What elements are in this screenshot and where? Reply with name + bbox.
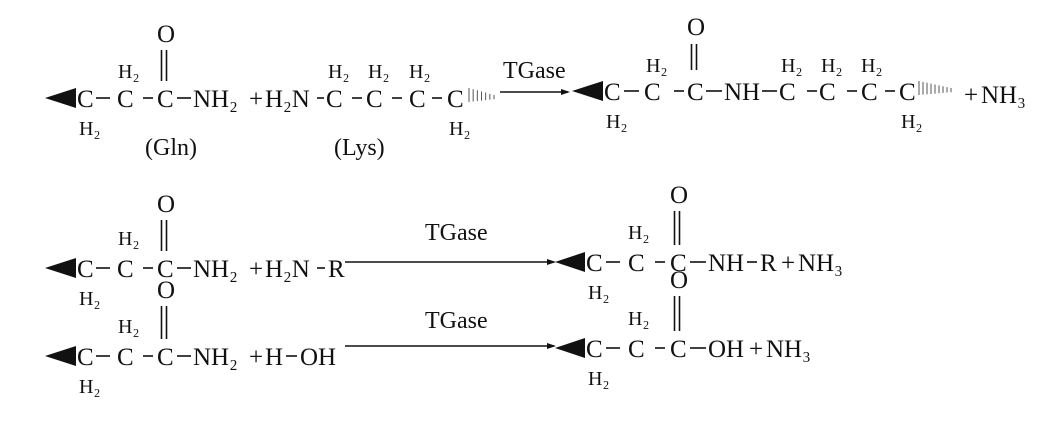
carbon-atom: C	[157, 256, 174, 283]
hydrogen-atom: H	[265, 344, 283, 371]
plus-sign: +	[749, 336, 763, 363]
oxygen-atom: O	[687, 14, 705, 41]
carbon-atom: C	[670, 336, 687, 363]
methylene-h2: H₂	[588, 282, 609, 304]
methylene-h2: H₂	[628, 308, 649, 330]
methylene-h2: H₂	[781, 55, 802, 77]
wedge-bond-icon	[45, 88, 76, 108]
methylene-h2: H₂	[606, 111, 627, 133]
double-bond	[673, 211, 681, 245]
carbon-atom: C	[899, 79, 916, 106]
enzyme-label: TGase	[425, 220, 488, 246]
carbon-atom: C	[77, 256, 94, 283]
methylene-h2: H₂	[118, 316, 139, 338]
carbon-atom: C	[326, 86, 343, 113]
carbon-atom: C	[819, 79, 836, 106]
methylene-h2: H₂	[368, 61, 389, 83]
carbon-atom: C	[117, 256, 134, 283]
carbon-atom: C	[117, 86, 134, 113]
hydroxyl-group: OH	[708, 336, 744, 363]
amine-group: H₂N	[265, 86, 310, 113]
ammonia: NH₃	[766, 336, 811, 363]
carbon-atom: C	[628, 250, 645, 277]
ammonia: NH₃	[798, 250, 843, 277]
wedge-bond-icon	[555, 252, 585, 272]
carbon-atom: C	[586, 250, 603, 277]
carbon-atom: C	[779, 79, 796, 106]
imine-group: NH	[724, 79, 760, 106]
methylene-h2: H₂	[821, 55, 842, 77]
amine-group: H₂N	[265, 256, 310, 283]
wedge-bond-icon	[45, 258, 76, 278]
methylene-h2: H₂	[646, 55, 667, 77]
plus-sign: +	[249, 256, 263, 283]
carbon-atom: C	[157, 86, 174, 113]
carbon-atom: C	[687, 79, 704, 106]
carbon-atom: C	[644, 79, 661, 106]
r-group: R	[760, 250, 777, 277]
plus-sign: +	[249, 86, 263, 113]
imine-group: NH	[708, 250, 744, 277]
amide-group: NH₂	[193, 86, 238, 113]
methylene-h2: H₂	[328, 61, 349, 83]
r-group: R	[328, 256, 345, 283]
oxygen-atom: O	[157, 21, 175, 48]
methylene-h2: H₂	[628, 222, 649, 244]
plus-sign: +	[781, 250, 795, 277]
double-bond	[690, 44, 698, 70]
hydroxyl-group: OH	[300, 344, 336, 371]
methylene-h2: H₂	[79, 376, 100, 398]
double-bond	[160, 220, 168, 251]
reaction-arrow-icon	[345, 343, 556, 349]
methylene-h2: H₂	[118, 61, 139, 83]
amide-group: NH₂	[193, 256, 238, 283]
methylene-h2: H₂	[79, 118, 100, 140]
carbon-atom: C	[77, 344, 94, 371]
hashed-bond-icon	[918, 81, 952, 95]
wedge-bond-icon	[555, 338, 585, 358]
carbon-atom: C	[670, 250, 687, 277]
carbon-atom: C	[586, 336, 603, 363]
enzyme-label: TGase	[503, 58, 566, 84]
reaction-arrow-icon	[345, 259, 556, 265]
methylene-h2: H₂	[861, 55, 882, 77]
carbon-atom: C	[157, 344, 174, 371]
enzyme-label: TGase	[425, 308, 488, 334]
oxygen-atom: O	[670, 182, 688, 209]
double-bond	[160, 306, 168, 339]
carbon-atom: C	[366, 86, 383, 113]
carbon-atom: C	[117, 344, 134, 371]
carbon-atom: C	[604, 79, 621, 106]
methylene-h2: H₂	[118, 228, 139, 250]
ammonia: NH₃	[981, 82, 1026, 109]
lys-label: (Lys)	[334, 135, 385, 161]
methylene-h2: H₂	[588, 368, 609, 390]
carbon-atom: C	[628, 336, 645, 363]
carbon-atom: C	[77, 86, 94, 113]
oxygen-atom: O	[157, 191, 175, 218]
double-bond	[673, 296, 681, 331]
hashed-bond-icon	[468, 88, 495, 102]
methylene-h2: H₂	[449, 118, 470, 140]
methylene-h2: H₂	[409, 61, 430, 83]
oxygen-atom: O	[670, 267, 688, 294]
reaction-arrow-icon	[500, 89, 570, 95]
wedge-bond-icon	[572, 81, 603, 101]
methylene-h2: H₂	[901, 111, 922, 133]
oxygen-atom: O	[157, 277, 175, 304]
amide-group: NH₂	[193, 344, 238, 371]
double-bond	[160, 50, 168, 81]
carbon-atom: C	[409, 86, 426, 113]
plus-sign: +	[964, 82, 978, 109]
gln-label: (Gln)	[145, 135, 197, 161]
plus-sign: +	[249, 344, 263, 371]
carbon-atom: C	[861, 79, 878, 106]
wedge-bond-icon	[45, 346, 76, 366]
carbon-atom: C	[447, 86, 464, 113]
methylene-h2: H₂	[79, 288, 100, 310]
